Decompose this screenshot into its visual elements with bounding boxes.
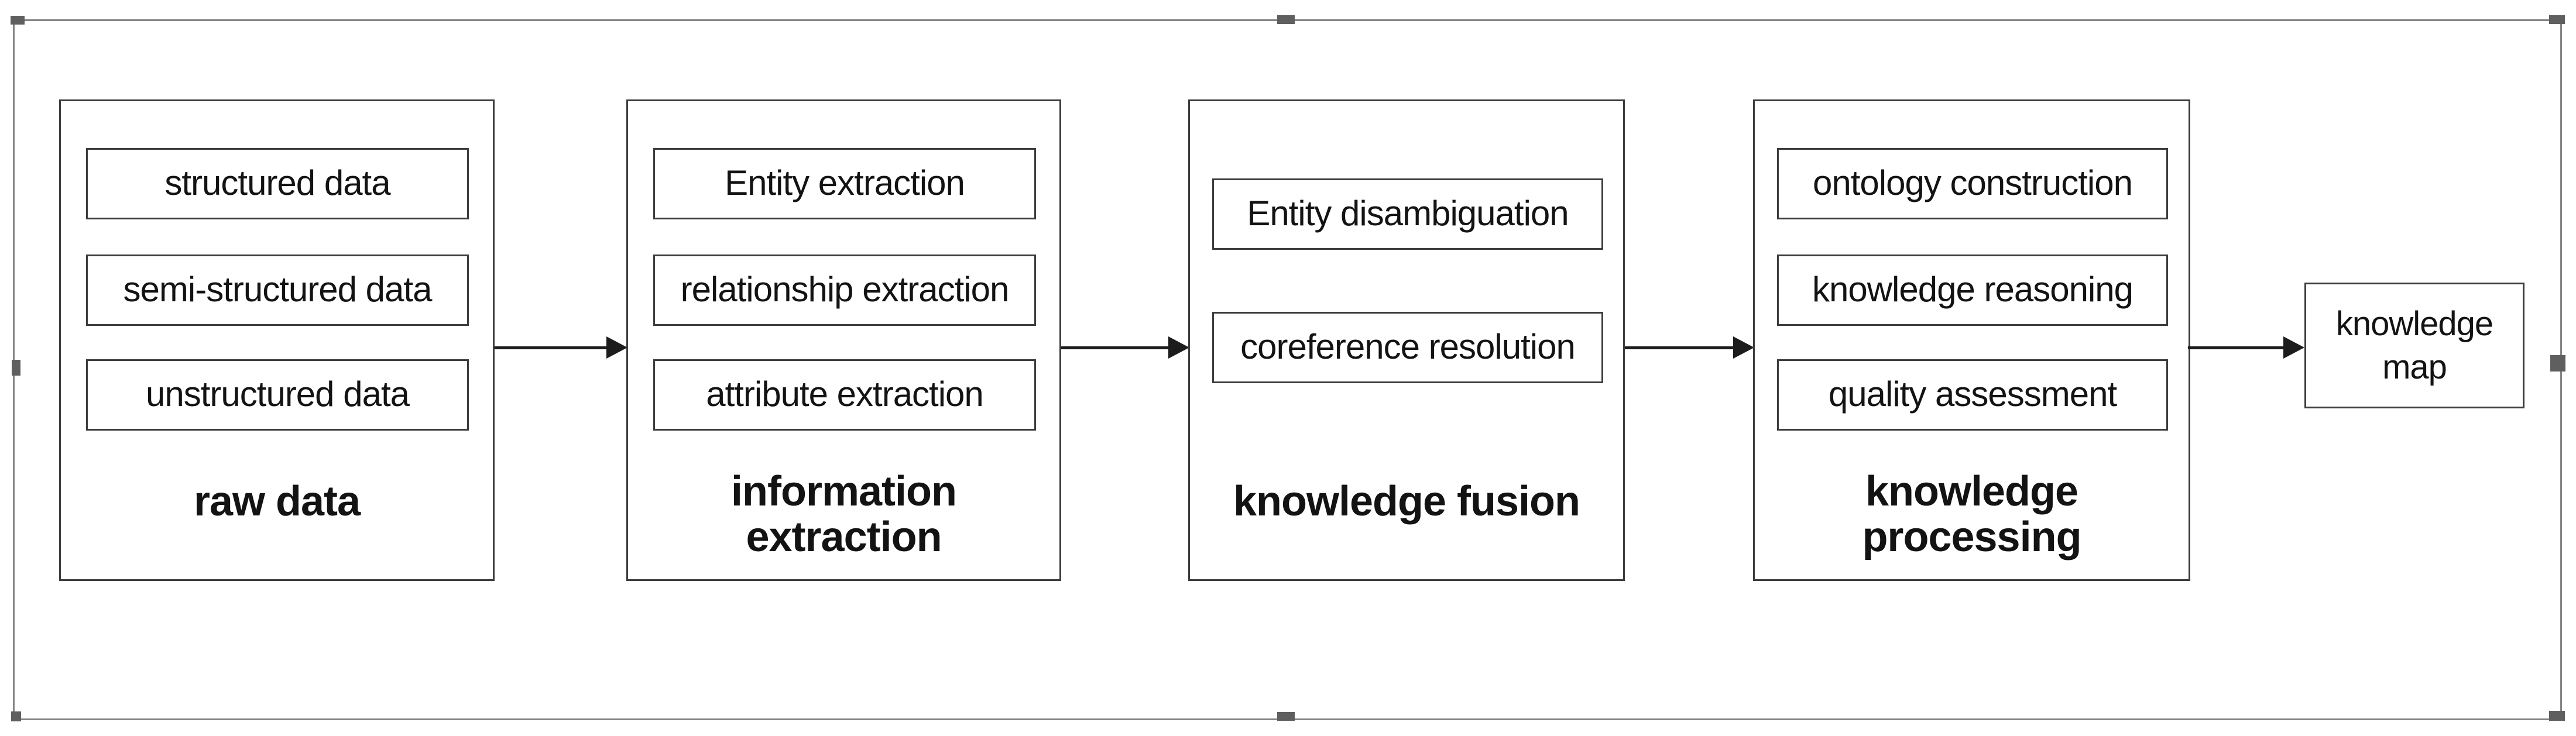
output-box-line: knowledge — [2335, 304, 2493, 343]
item-box-semi-structured-data: semi-structured data — [86, 254, 469, 326]
item-box-coreference-resolution: coreference resolution — [1212, 312, 1603, 383]
arrow-knowledge-fusion-to-knowledge-processing — [1625, 336, 1754, 359]
arrow-knowledge-processing-to-knowledge-map — [2188, 336, 2304, 359]
resize-handle-middle-right[interactable] — [2550, 355, 2565, 372]
stage-label-raw-data: raw data — [61, 479, 493, 524]
arrow-shaft — [1061, 346, 1172, 349]
item-box-entity-extraction: Entity extraction — [653, 148, 1036, 219]
arrowhead-icon — [2283, 336, 2304, 359]
resize-handle-middle-left[interactable] — [12, 360, 20, 376]
item-box-knowledge-reasoning: knowledge reasoning — [1777, 254, 2168, 326]
stage-label-information-extraction: information extraction — [628, 469, 1059, 560]
stage-label-line: extraction — [746, 514, 942, 560]
stage-label-line: information — [731, 468, 957, 515]
resize-handle-top-left[interactable] — [11, 16, 25, 25]
arrow-shaft — [1625, 346, 1737, 349]
item-box-unstructured-data: unstructured data — [86, 359, 469, 431]
stage-box-knowledge-fusion: Entity disambiguation coreference resolu… — [1188, 99, 1625, 581]
resize-handle-bottom-left[interactable] — [11, 711, 21, 721]
arrowhead-icon — [606, 336, 627, 359]
output-box-line: map — [2382, 348, 2447, 386]
arrow-shaft — [2188, 346, 2287, 349]
stage-label-knowledge-processing: knowledge processing — [1755, 469, 2189, 560]
resize-handle-bottom-center[interactable] — [1277, 712, 1295, 721]
arrow-raw-data-to-information-extraction — [495, 336, 627, 359]
stage-box-knowledge-processing: ontology construction knowledge reasonin… — [1753, 99, 2190, 581]
stage-box-raw-data: structured data semi-structured data uns… — [59, 99, 495, 581]
stage-label-line: raw data — [193, 478, 361, 525]
arrowhead-icon — [1168, 336, 1189, 359]
stage-label-knowledge-fusion: knowledge fusion — [1190, 479, 1623, 524]
item-box-entity-disambiguation: Entity disambiguation — [1212, 178, 1603, 250]
item-box-relationship-extraction: relationship extraction — [653, 254, 1036, 326]
item-box-quality-assessment: quality assessment — [1777, 359, 2168, 431]
arrowhead-icon — [1733, 336, 1754, 359]
item-box-ontology-construction: ontology construction — [1777, 148, 2168, 219]
resize-handle-top-center[interactable] — [1277, 15, 1295, 24]
arrow-shaft — [495, 346, 610, 349]
stage-label-line: processing — [1862, 514, 2081, 560]
resize-handle-bottom-right[interactable] — [2549, 711, 2565, 721]
stage-box-information-extraction: Entity extraction relationship extractio… — [626, 99, 1061, 581]
item-box-attribute-extraction: attribute extraction — [653, 359, 1036, 431]
stage-label-line: knowledge fusion — [1233, 478, 1580, 525]
resize-handle-top-right[interactable] — [2549, 15, 2565, 24]
output-box-knowledge-map: knowledge map — [2304, 283, 2524, 408]
stage-label-line: knowledge — [1865, 468, 2078, 515]
item-box-structured-data: structured data — [86, 148, 469, 219]
arrow-information-extraction-to-knowledge-fusion — [1061, 336, 1189, 359]
